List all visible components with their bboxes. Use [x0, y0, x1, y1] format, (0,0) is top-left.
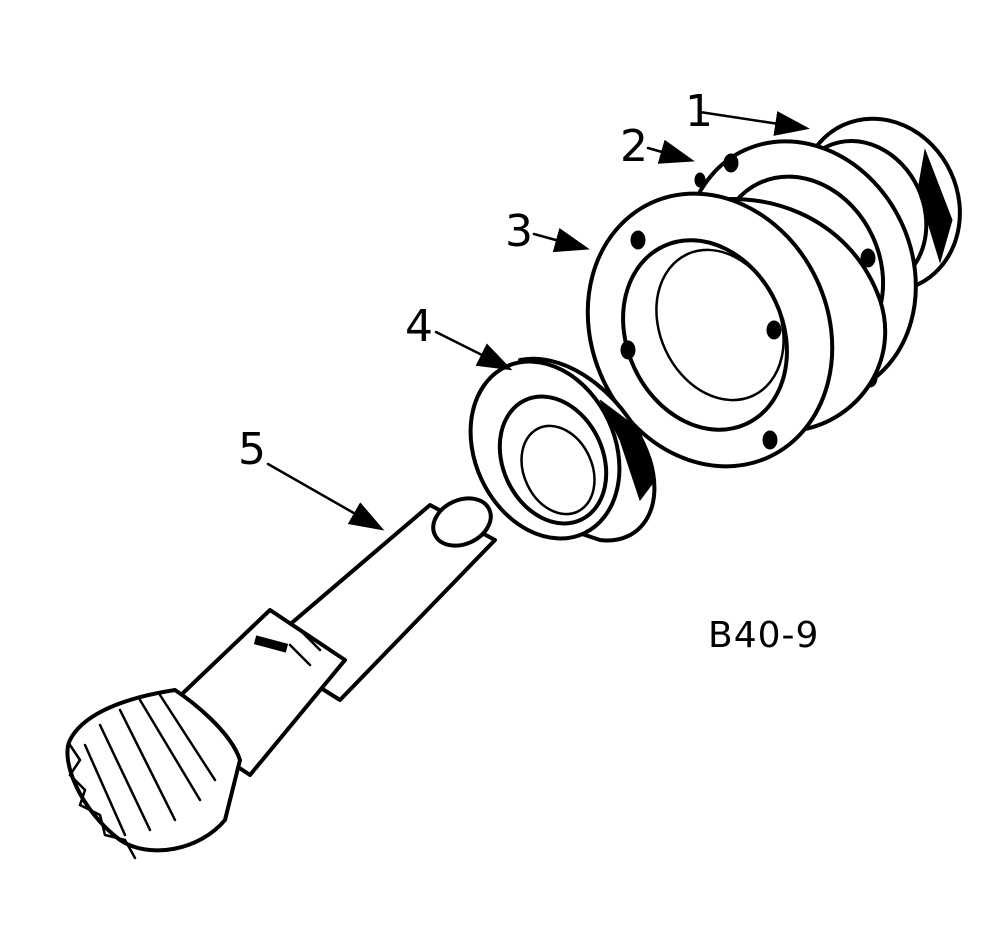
figure-reference: B40-9	[708, 615, 820, 656]
leader-3	[532, 228, 590, 253]
part-3-retainer	[585, 191, 888, 469]
callout-1: 1	[685, 86, 713, 137]
leader-lines	[266, 110, 810, 531]
leader-2	[646, 139, 695, 164]
leader-1	[698, 110, 810, 136]
callout-3: 3	[505, 206, 533, 257]
part-4-bearing-cone	[468, 356, 657, 543]
leader-4	[434, 330, 513, 371]
callout-2: 2	[620, 121, 648, 172]
part-5-pinion-shaft	[65, 496, 497, 860]
leader-5	[266, 462, 385, 531]
callout-5: 5	[238, 424, 266, 475]
callout-4: 4	[405, 301, 433, 352]
